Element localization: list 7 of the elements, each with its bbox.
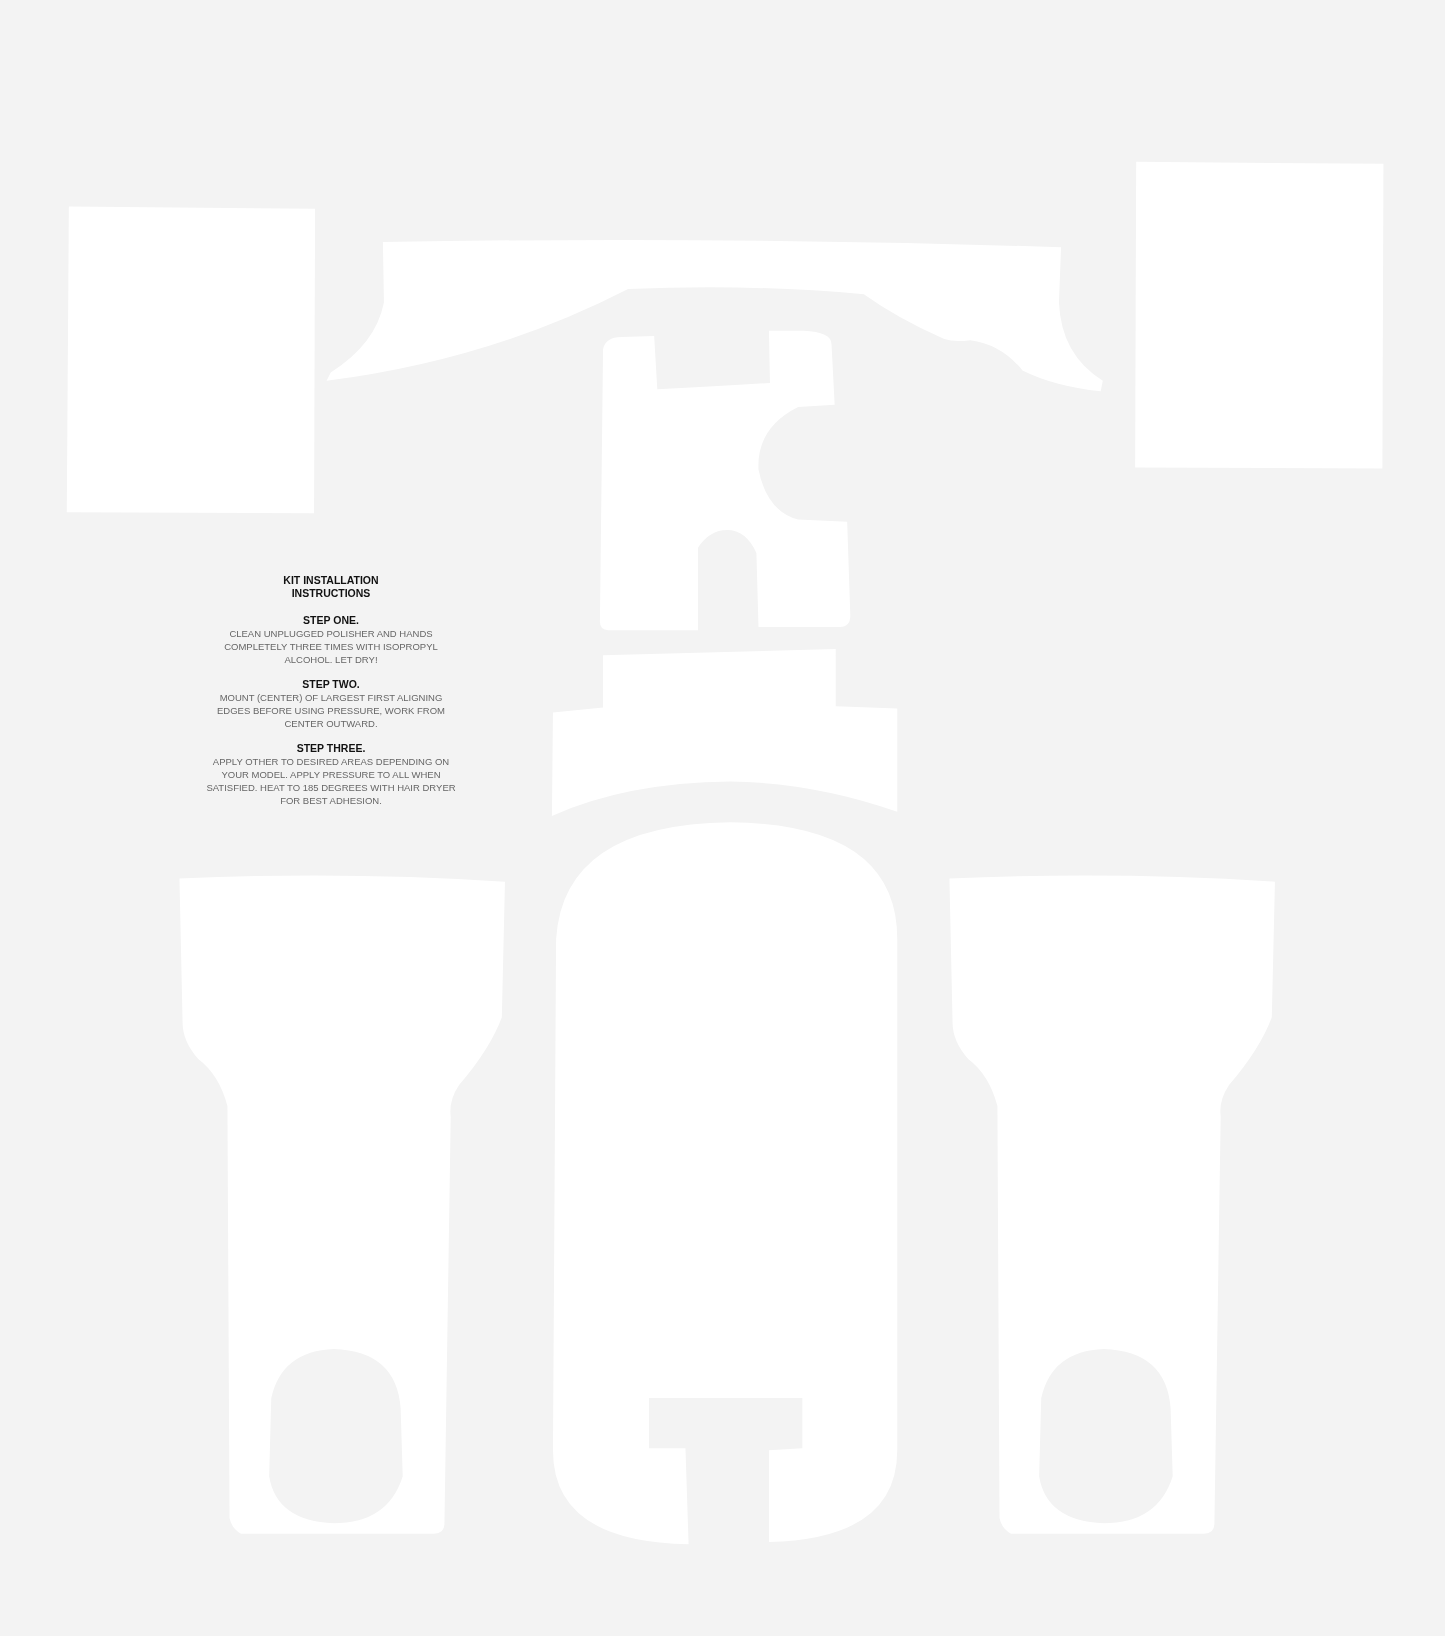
step-instruction: CLEAN UNPLUGGED POLISHER AND HANDS COMPLETELY THREE TIMES WITH ISOPROPYL ALCOHOL. LET DRY! (223, 627, 439, 666)
step-heading: STEP TWO. (301, 678, 361, 691)
step-heading: STEP ONE. (302, 614, 360, 627)
step-heading: STEP THREE. (295, 742, 367, 755)
step-instruction: MOUNT (CENTER) OF LARGEST FIRST ALIGNING EDGES BEFORE USING PRESSURE, WORK FROM CENTER OUTWARD. (216, 691, 446, 730)
step-instruction: APPLY OTHER TO DESIRED AREAS DEPENDING ON YOUR MODEL. APPLY PRESSURE TO ALL WHEN SATISFIED. HEAT TO 185 DEGREES WITH HAIR DRYER FOR BEST ADHESION. (206, 755, 456, 807)
instructions-heading: KIT INSTALLATION INSTRUCTIONS (282, 574, 380, 600)
